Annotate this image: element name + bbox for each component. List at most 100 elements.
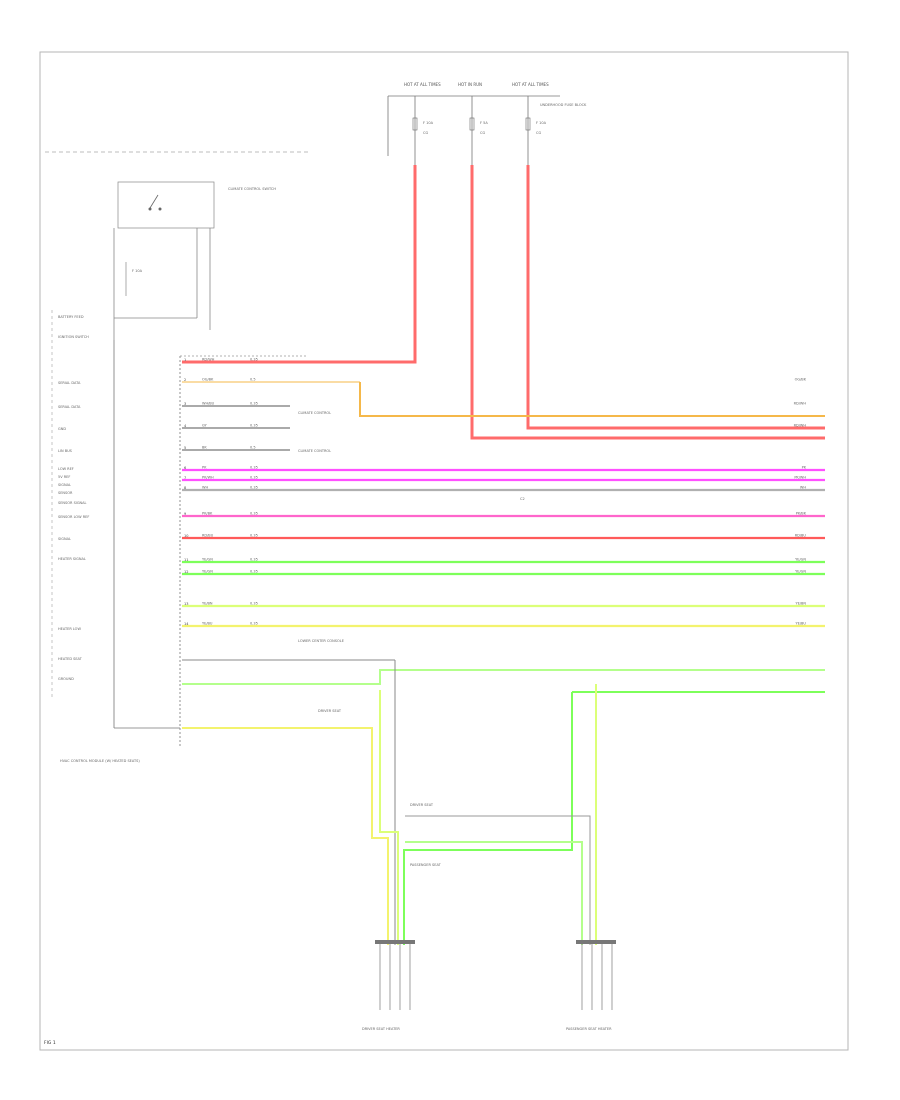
wire-right-label: PK/WH	[794, 476, 806, 480]
wire-color-code: OG/BK	[202, 378, 214, 382]
wire-right-label: YE/BU	[796, 622, 807, 626]
wire-color-code: BK	[202, 446, 207, 450]
fuse-2-rating: F 5A	[480, 121, 488, 125]
wire-gauge: 0.35	[250, 476, 258, 480]
wire-color-code: WH	[202, 486, 208, 490]
wire-right-label: YE/BN	[795, 602, 806, 606]
pin-number: 14	[184, 622, 189, 626]
pin-number: 10	[184, 534, 188, 538]
passenger-seat-connector: PASSENGER SEAT HEATER	[566, 940, 616, 1031]
wire-color-code: PK	[202, 466, 207, 470]
fuse-3-rating: F 10A	[536, 121, 547, 125]
wire-color-code: YE/BN	[202, 602, 213, 606]
hvac-module: HVAC CONTROL MODULE (W/ HEATED SEATS)	[60, 340, 306, 763]
wire-color-code: RD/BU	[202, 534, 214, 538]
wire-row: 4 GY 0.35 RD/WH	[182, 424, 806, 429]
pin-number: 6	[184, 466, 186, 470]
fuse-2-sub: CG	[480, 131, 485, 135]
fuse-1-rating: F 10A	[423, 121, 434, 125]
driver-seat-annotation: DRIVER SEAT	[318, 709, 342, 713]
pin-number: 4	[184, 424, 187, 428]
module-pin-labels: BATTERY FEED IGNITION SWITCH SERIAL DATA SE…	[58, 315, 89, 681]
wire-gauge: 0.35	[250, 466, 258, 470]
module-pin-label: HEATED SEAT	[58, 657, 83, 661]
driver-seat-connector: DRIVER SEAT HEATER	[362, 940, 415, 1031]
climate-switch: CLIMATE CONTROL SWITCH F 10A	[113, 181, 276, 340]
wire-gauge: 0.35	[250, 622, 258, 626]
wire-gauge: 0.35	[250, 602, 258, 606]
module-pin-label: SERIAL DATA	[58, 381, 81, 385]
module-pin-label: HEATER LOW	[58, 627, 81, 631]
wire-color-code: YE/BU	[202, 622, 213, 626]
wire-orange-link	[359, 382, 825, 417]
wire-right-label: RD/WH	[794, 424, 807, 428]
wire-row: 13 YE/BN 0.35 YE/BN	[182, 602, 825, 608]
module-pin-label: SENSOR	[58, 491, 73, 495]
wire-gauge: 0.35	[250, 486, 258, 490]
wire-gauge: 0.5	[250, 378, 256, 382]
pin-number: 11	[184, 558, 188, 562]
climate-control-note-2: CLIMATE CONTROL	[298, 449, 331, 453]
module-pin-label: SIGNAL	[58, 537, 71, 541]
switch-label: CLIMATE CONTROL SWITCH	[228, 187, 276, 191]
wire-right-label: YE/GN	[795, 570, 806, 574]
fuse-3: HOT AT ALL TIMES F 10A CG	[512, 82, 549, 165]
pin-number: 8	[184, 486, 186, 490]
wire-gauge: 0.35	[250, 402, 258, 406]
module-pin-label: SIGNAL	[58, 483, 71, 487]
wire-color-code: RD/WH	[202, 358, 215, 362]
module-pin-label: GND	[58, 427, 66, 431]
passenger-seat-annotation: PASSENGER SEAT	[410, 863, 442, 867]
wire-right-label: PK/BK	[796, 512, 807, 516]
wire-lower-green-1	[182, 669, 825, 685]
module-pin-label: IGNITION SWITCH	[58, 335, 89, 339]
module-label: HVAC CONTROL MODULE (W/ HEATED SEATS)	[60, 759, 140, 763]
lower-console-label: LOWER CENTER CONSOLE	[298, 639, 344, 643]
fuse-1-top-label: HOT AT ALL TIMES	[404, 82, 441, 87]
pin-number: 9	[184, 512, 186, 516]
fuse-3-top-label: HOT AT ALL TIMES	[512, 82, 549, 87]
module-pin-label: GROUND	[58, 677, 74, 681]
module-pin-label: LOW REF	[58, 467, 74, 471]
wire-lower-yellow	[182, 727, 373, 752]
fuse-wires	[182, 165, 825, 440]
wire-right-label: OG/BK	[795, 378, 807, 382]
fuse-block-label: UNDERHOOD FUSE BLOCK	[540, 103, 587, 107]
wire-gauge: 0.35	[250, 534, 258, 538]
lower-connectors: DRIVER SEAT HEATER PASSENGER SEAT HEATER…	[298, 639, 616, 1031]
wire-fuse-3	[526, 165, 825, 430]
wire-color-code: WH/BU	[202, 402, 215, 406]
wire-fuse-1	[182, 165, 417, 364]
pin-number: 7	[184, 476, 186, 480]
wire-right-label: RD/BU	[795, 534, 807, 538]
wire-row: 10 RD/BU 0.35 RD/BU	[182, 534, 825, 540]
module-pin-label: 5V REF	[58, 475, 70, 479]
fuse-2-top-label: HOT IN RUN	[458, 82, 482, 87]
module-pin-label: SENSOR LOW REF	[58, 515, 89, 519]
diagram-border	[39, 51, 849, 1051]
driver-seat-annotation-2: DRIVER SEAT	[410, 803, 434, 807]
wire-row: 14 YE/BU 0.35 YE/BU	[182, 622, 825, 628]
fuse-2: HOT IN RUN F 5A CG	[458, 82, 488, 165]
wire-color-code: PK/WH	[202, 476, 214, 480]
wire-color-code: YE/GN	[202, 558, 213, 562]
fuse-1-sub: CG	[423, 131, 428, 135]
wire-gauge: 0.35	[250, 424, 258, 428]
module-pin-label: BATTERY FEED	[58, 315, 84, 319]
pin-number: 1	[184, 358, 186, 362]
pin-number: 13	[184, 602, 188, 606]
wire-color-code: GY	[202, 424, 208, 428]
module-pin-label: LIN BUS	[58, 449, 73, 453]
figure-code: FIG 1	[44, 1040, 56, 1046]
row-mid-label: C2	[520, 497, 525, 501]
wire-gauge: 0.5	[250, 446, 256, 450]
